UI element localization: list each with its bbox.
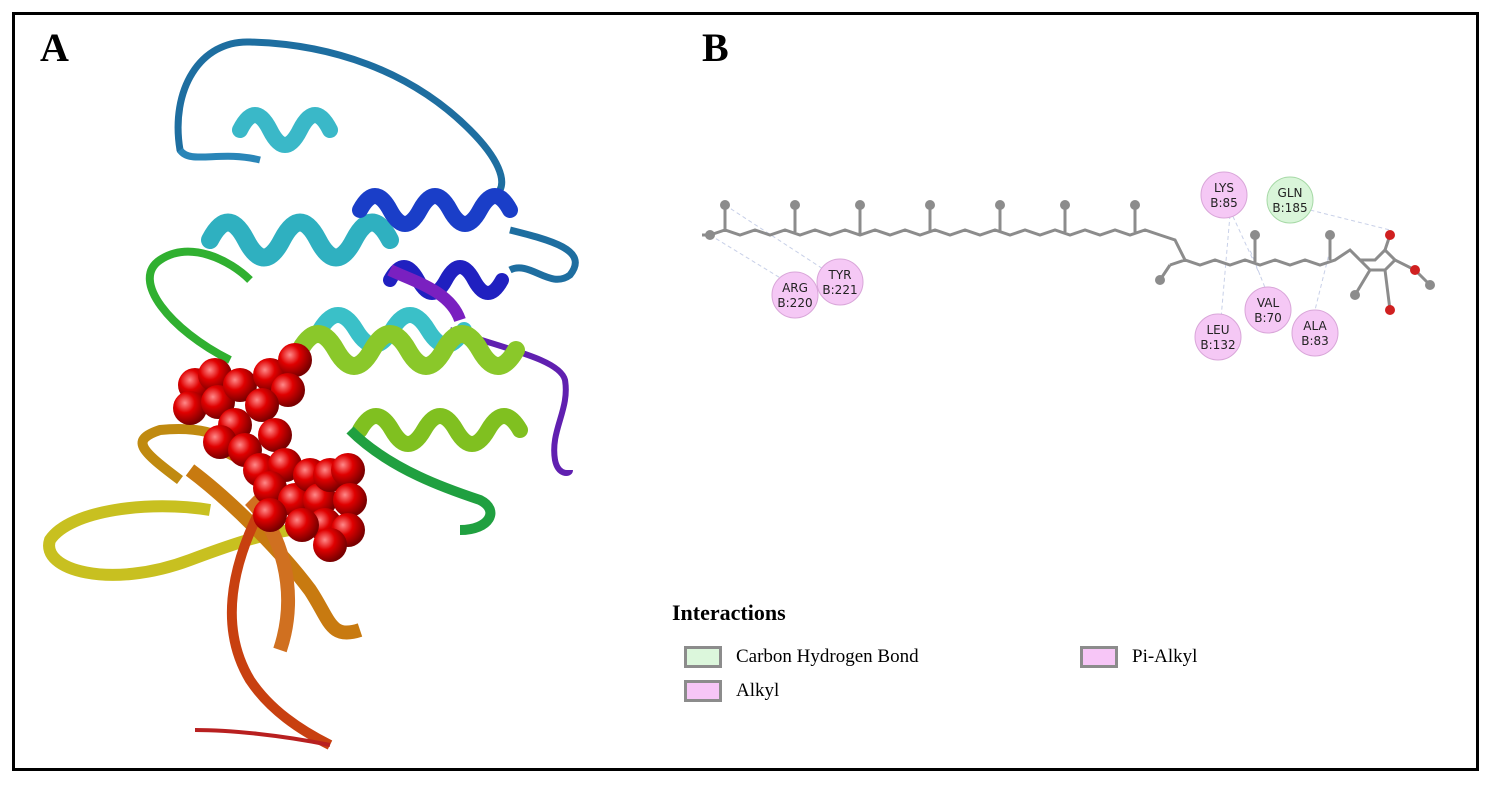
carbon-atom <box>1155 275 1165 285</box>
residue-id: B:132 <box>1200 338 1235 352</box>
ribbon-blue-loop <box>508 226 579 283</box>
residue-ala-83: ALA B:83 <box>1291 309 1339 357</box>
carbon-atom <box>1425 280 1435 290</box>
interactions-legend: Interactions Carbon Hydrogen Bond Pi-Alk… <box>672 600 1392 720</box>
residue-leu-132: LEU B:132 <box>1194 313 1242 361</box>
legend-swatch-green <box>684 646 722 668</box>
ligand-spheres <box>173 343 367 562</box>
sheet-yellow <box>43 500 291 581</box>
ligand-atom <box>313 528 347 562</box>
sheet-orange-2 <box>185 464 363 640</box>
ribbon-green-loop <box>145 247 253 364</box>
carbon-atom <box>1350 290 1360 300</box>
legend-label: Carbon Hydrogen Bond <box>736 646 919 667</box>
residue-id: B:85 <box>1210 196 1238 210</box>
ligand-chain-bonds <box>709 228 1398 272</box>
ribbon-red-tail <box>194 728 331 747</box>
residue-tyr-221: TYR B:221 <box>816 258 864 306</box>
ligand-atom <box>333 483 367 517</box>
ligand-atom <box>278 343 312 377</box>
panel-label-a: A <box>40 25 69 70</box>
sheet-red-1 <box>226 507 333 750</box>
carbon-atom <box>1250 230 1260 240</box>
residue-gln-185: GLN B:185 <box>1266 176 1314 224</box>
residue-name: LYS <box>1214 181 1234 195</box>
figure-frame <box>12 12 1479 771</box>
ligand-atom <box>245 388 279 422</box>
carbon-atom <box>1060 200 1070 210</box>
ribbon-loop-top <box>174 38 506 194</box>
ligand-atom <box>253 498 287 532</box>
ligand-atom <box>331 453 365 487</box>
residue-id: B:220 <box>777 296 812 310</box>
ligand-atom <box>258 418 292 452</box>
helix-blue-2 <box>383 260 509 300</box>
protein-ribbon-structure <box>43 38 579 750</box>
residue-lys-85: LYS B:85 <box>1200 171 1248 219</box>
legend-item-carbon-hydrogen-bond: Carbon Hydrogen Bond <box>684 646 919 668</box>
residue-name: ALA <box>1303 319 1327 333</box>
ligand-atom <box>285 508 319 542</box>
ligand-atom <box>271 373 305 407</box>
residue-arg-220: ARG B:220 <box>771 271 819 319</box>
carbon-atom <box>925 200 935 210</box>
carbon-atom <box>705 230 715 240</box>
ribbon-loop-top-2 <box>177 147 261 164</box>
helix-cyan-1 <box>232 107 338 153</box>
legend-title: Interactions <box>672 600 786 625</box>
legend-label: Alkyl <box>736 680 780 701</box>
carbon-atom <box>790 200 800 210</box>
helix-green-1 <box>291 325 525 375</box>
carbon-atom <box>720 200 730 210</box>
oxygen-atom <box>1410 265 1420 275</box>
oxygen-atom <box>1385 230 1395 240</box>
residue-name: TYR <box>828 268 852 282</box>
ribbon-green-2 <box>346 426 496 535</box>
residue-val-70: VAL B:70 <box>1244 286 1292 334</box>
ligand-atom <box>223 368 257 402</box>
carbon-atom <box>1325 230 1335 240</box>
oxygen-atom <box>1385 305 1395 315</box>
legend-swatch-pink <box>1080 646 1118 668</box>
legend-swatch-pink <box>684 680 722 702</box>
helix-green-2 <box>352 408 528 452</box>
ligand-interaction-diagram: ARG B:220 TYR B:221 LYS B:85 GLN B:185 L… <box>702 171 1435 361</box>
residue-name: VAL <box>1257 296 1280 310</box>
residue-id: B:221 <box>822 283 857 297</box>
helix-cyan-2 <box>201 213 399 267</box>
residue-id: B:70 <box>1254 311 1282 325</box>
carbon-atom <box>855 200 865 210</box>
residue-name: GLN <box>1278 186 1303 200</box>
legend-label: Pi-Alkyl <box>1132 646 1198 667</box>
residue-name: LEU <box>1206 323 1229 337</box>
carbon-atom <box>995 200 1005 210</box>
legend-item-alkyl: Alkyl <box>684 680 779 702</box>
ligand-atom <box>173 391 207 425</box>
residue-name: ARG <box>782 281 808 295</box>
residue-id: B:83 <box>1301 334 1329 348</box>
helix-blue-1 <box>352 188 518 232</box>
carbon-atom <box>1130 200 1140 210</box>
legend-item-pi-alkyl: Pi-Alkyl <box>1080 646 1197 668</box>
ligand-atoms <box>705 200 1435 315</box>
panel-label-b: B <box>702 25 729 70</box>
residue-id: B:185 <box>1272 201 1307 215</box>
ribbon-purple-2 <box>387 264 466 323</box>
